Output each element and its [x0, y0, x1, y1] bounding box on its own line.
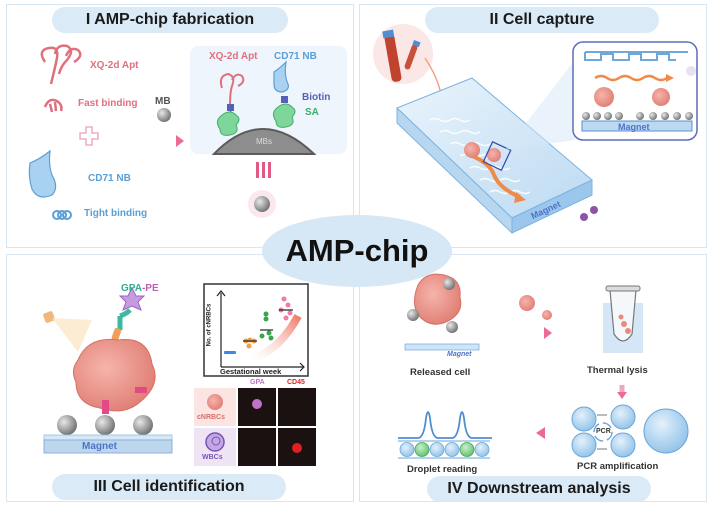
bead-icon: [57, 415, 77, 435]
sa-label: SA: [305, 107, 319, 118]
free-cell-icon: [519, 295, 535, 311]
pcr-label: PCR: [596, 428, 611, 435]
cd45-column-label: CD45: [287, 379, 305, 386]
released-magnet-label: Magnet: [447, 351, 472, 358]
arrow-right-icon-2: [544, 327, 552, 339]
bead-icon-2: [95, 415, 115, 435]
cnrbc-thumb-icon: [207, 394, 223, 410]
released-cell-label: Released cell: [410, 367, 471, 378]
biotin-icon-2: [281, 96, 288, 103]
wbc-out-icon: [590, 206, 598, 214]
cell-capture-title: II Cell capture: [425, 7, 659, 33]
tight-binding-icon: [52, 210, 72, 220]
amp-chip-title: AMP-chip: [262, 215, 452, 287]
released-magnet: [404, 343, 480, 351]
cnrbc-row-label: cNRBCs: [197, 414, 226, 421]
free-cell-icon-2: [542, 310, 552, 320]
inset-magnet: [581, 120, 693, 132]
plus-icon: [79, 126, 99, 146]
tight-binding-label: Tight binding: [84, 208, 148, 219]
streptavidin-icon: [216, 111, 240, 136]
aptamer-icon: [40, 44, 82, 85]
gpa-antibody-icon: [117, 308, 132, 330]
nanobody-on-bead-icon: [273, 60, 289, 93]
aptamer-label: XQ-2d Apt: [90, 60, 139, 71]
magnet-label: Magnet: [82, 441, 117, 452]
thermal-lysis-label: Thermal lysis: [587, 365, 648, 376]
target-cell-icon: [72, 338, 156, 412]
positive-droplet: [414, 442, 430, 457]
bead-icon-3: [133, 415, 153, 435]
gpa-pe-label: GPA-PE: [121, 283, 159, 294]
droplet-reading-label: Droplet reading: [407, 464, 478, 475]
wbc-row-label: WBCs: [202, 454, 223, 461]
bead-nanobody-label: CD71 NB: [274, 51, 317, 62]
light-beam: [52, 318, 92, 352]
pe-fluorophore-icon: [118, 286, 146, 311]
arrow-down-icon: [617, 392, 627, 399]
wbc-out-icon-2: [580, 213, 588, 221]
biotin-label: Biotin: [302, 92, 331, 103]
light-source-icon: [43, 311, 55, 323]
mb-label: MB: [155, 96, 171, 107]
positive-droplet-2: [459, 442, 475, 457]
pcr-droplet-2: [610, 404, 636, 430]
inset-cell-icon: [594, 87, 614, 107]
cnrbc-cd45-image: [278, 388, 316, 426]
mbs-bead-icon: [211, 128, 317, 155]
flow-arrow: [469, 153, 521, 199]
captured-cell-icon: [464, 142, 480, 158]
chart-group-3: [259, 311, 274, 341]
fabrication-title: I AMP-chip fabrication: [52, 7, 288, 33]
cell-identification-title: III Cell identification: [52, 474, 286, 500]
pe-label: -PE: [141, 283, 159, 294]
nanobody-icon: [28, 149, 57, 198]
zoom-box: [482, 141, 512, 171]
gpa-label: GPA: [121, 283, 142, 294]
pcr-droplet-3: [571, 432, 597, 458]
pcr-cycle-icon: [593, 422, 613, 442]
wbc-gpa-image: [238, 428, 276, 466]
fast-binding-label: Fast binding: [78, 98, 138, 109]
magnetic-bead-icon: [157, 108, 171, 122]
chart-y-axis-label: No. of cNRBCs: [206, 303, 213, 347]
fast-binding-icon: [43, 98, 63, 113]
pcr-amplification-label: PCR amplification: [577, 461, 659, 472]
aptamer-on-bead-icon: [219, 72, 245, 107]
inset-cell-icon-2: [652, 88, 670, 106]
inset-magnet-label: Magnet: [618, 122, 650, 132]
gpa-column-label: GPA: [250, 379, 265, 386]
biotin-icon: [227, 104, 234, 111]
magnet-block: [43, 439, 173, 454]
microfluidic-chip: [396, 77, 593, 235]
fluorescence-peaks: [398, 411, 492, 439]
downstream-analysis-title: IV Downstream analysis: [427, 476, 651, 502]
mbs-label: MBs: [256, 137, 272, 146]
functionalized-bead-icon: [254, 196, 270, 212]
pcr-droplet-4: [610, 432, 636, 458]
blood-sample-circle: [373, 24, 433, 84]
streptavidin-icon-2: [272, 103, 296, 128]
droplet-emulsion-icon: [643, 408, 689, 454]
wbc-thumb-icon: [205, 432, 225, 452]
pcr-droplet: [571, 406, 597, 432]
captured-cell-icon-2: [487, 148, 501, 162]
blood-tubes-icon: [382, 29, 421, 82]
arrow-left-icon: [536, 427, 545, 439]
nanobody-label: CD71 NB: [88, 173, 131, 184]
cd71-receptor-icon: [135, 387, 147, 393]
chart-group-1: [224, 351, 236, 354]
chart-x-axis-label: Gestational week: [220, 367, 282, 376]
bead-aptamer-label: XQ-2d Apt: [209, 51, 258, 62]
equivalent-icon: [256, 162, 271, 178]
